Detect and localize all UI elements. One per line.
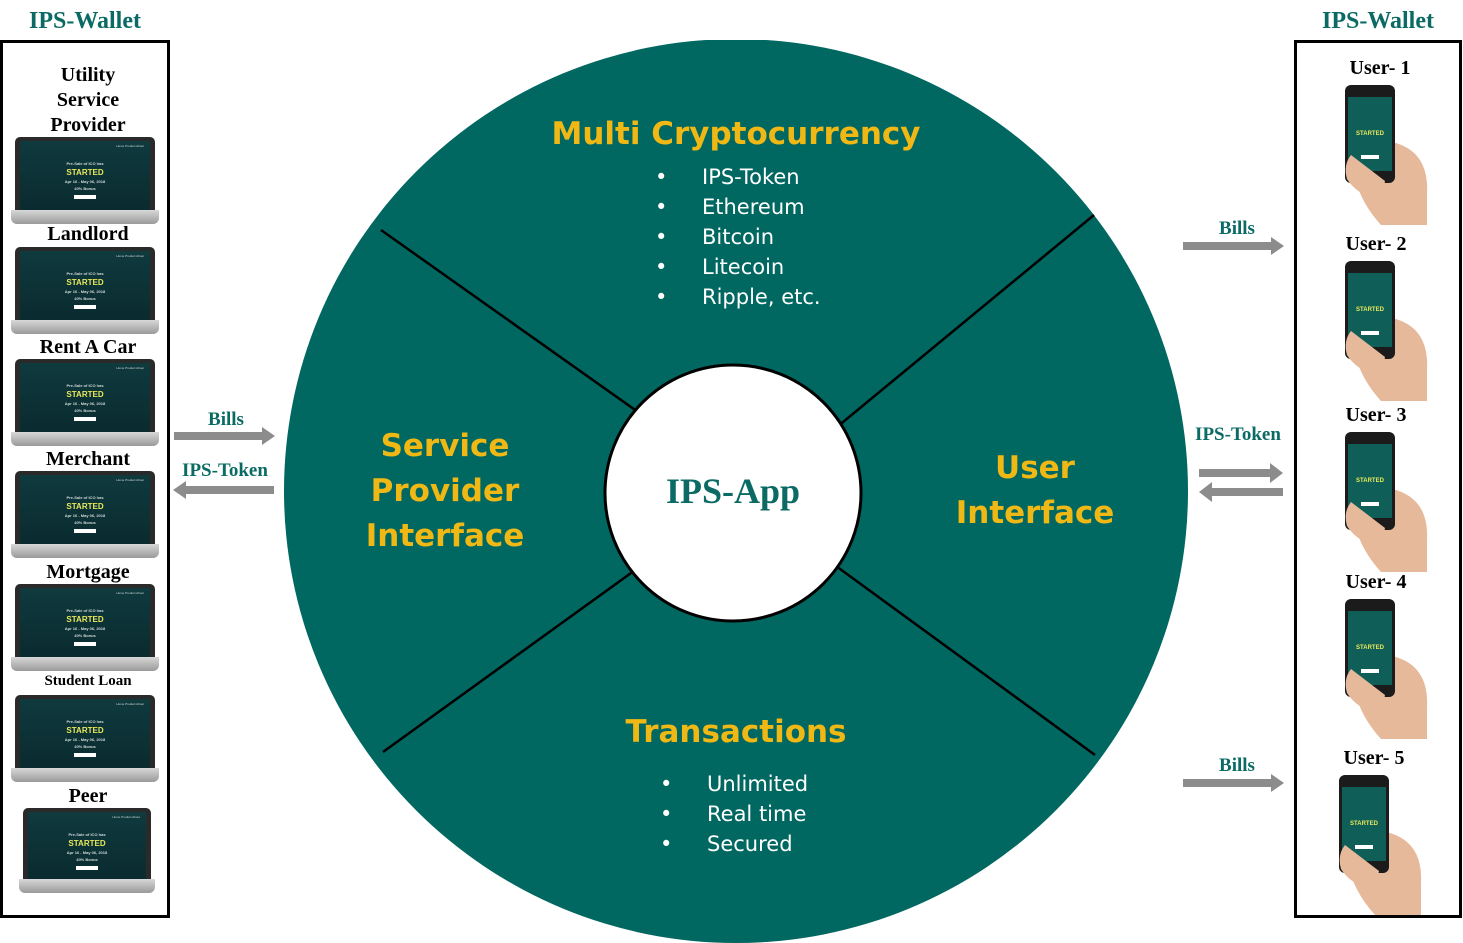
left-token-arrow [173,481,274,499]
left-bills-label: Bills [208,409,244,430]
user-label-5: User- 5 [1343,747,1405,769]
provider-label-student-loan: Student Loan [44,673,132,689]
left-token-label: IPS-Token [182,460,268,481]
crypto-list: •IPS-Token •Ethereum •Bitcoin •Litecoin … [655,162,915,312]
right-token-label: IPS-Token [1195,424,1281,445]
svg-text:STARTED: STARTED [1350,821,1379,827]
laptop-student-loan: Home Product About Pre-Sale of ICO has S… [11,695,159,782]
right-bills-bottom-arrow [1183,774,1284,792]
transaction-feature-item: •Unlimited [660,772,809,796]
svg-text:STARTED: STARTED [1356,307,1385,313]
user-phone-1: STARTED [1345,85,1428,225]
provider-label-rent-a-car: Rent A Car [39,336,137,358]
ips-app-wheel [284,40,1188,943]
svg-text:STARTED: STARTED [1356,478,1385,484]
laptop-landlord: Home Product About Pre-Sale of ICO has S… [11,247,159,334]
laptop-rent-a-car: Home Product About Pre-Sale of ICO has S… [11,359,159,446]
transactions-title: Transactions [625,714,847,750]
provider-label-utility: Utility Service Provider [50,64,126,136]
user-label-1: User- 1 [1349,57,1411,79]
left-wallet-title: IPS-Wallet [29,8,141,34]
laptop-mortgage: Home Product About Pre-Sale of ICO has S… [11,584,159,671]
right-bills-top-arrow [1183,237,1284,255]
multi-crypto-title: Multi Cryptocurrency [551,116,921,152]
user-label-4: User- 4 [1345,571,1407,593]
crypto-item: •Ripple, etc. [655,285,821,309]
provider-label-landlord: Landlord [47,223,129,245]
laptop-merchant: Home Product About Pre-Sale of ICO has S… [11,471,159,558]
svg-text:STARTED: STARTED [1356,645,1385,651]
user-phone-2: STARTED [1345,261,1428,401]
user-phone-4: STARTED [1345,599,1428,739]
crypto-item: •IPS-Token [655,165,800,189]
crypto-item: •Bitcoin [655,225,775,249]
right-wallet-panel: User- 1 STARTED User- 2 STARTED User- 3 … [1294,40,1462,918]
laptop-peer: Home Product About Pre-Sale of ICO has S… [19,808,155,893]
right-token-exchange-arrow [1199,463,1283,502]
transaction-feature-item: •Real time [660,802,807,826]
laptop-utility: Home Product About Pre-Sale of ICO has S… [11,137,159,224]
provider-label-mortgage: Mortgage [46,561,130,583]
divider-top-left [380,228,639,414]
user-label-3: User- 3 [1345,404,1407,426]
user-interface-title: User Interface [955,450,1115,531]
right-wallet-title: IPS-Wallet [1322,8,1434,34]
user-phone-3: STARTED [1345,432,1428,572]
ips-app-label: IPS-App [665,471,801,511]
user-phone-5: STARTED [1339,775,1422,915]
transaction-feature-item: •Secured [660,832,793,856]
service-provider-interface-title: Service Provider Interface [365,428,525,554]
divider-bottom-right [835,564,1096,757]
svg-text:STARTED: STARTED [1356,131,1385,137]
transaction-features-list: •Unlimited •Real time •Secured [660,769,880,859]
divider-bottom-left [382,566,639,754]
right-bills-top-label: Bills [1219,218,1255,239]
inner-hub [603,363,863,623]
divider-top-right [836,214,1095,428]
right-bills-bottom-label: Bills [1219,755,1255,776]
provider-label-peer: Peer [68,785,108,807]
crypto-item: •Ethereum [655,195,805,219]
user-label-2: User- 2 [1345,233,1407,255]
provider-label-merchant: Merchant [45,448,131,470]
left-bills-arrow [174,427,275,445]
crypto-item: •Litecoin [655,255,785,279]
left-wallet-panel: Utility Service Provider Home Product Ab… [0,40,170,918]
